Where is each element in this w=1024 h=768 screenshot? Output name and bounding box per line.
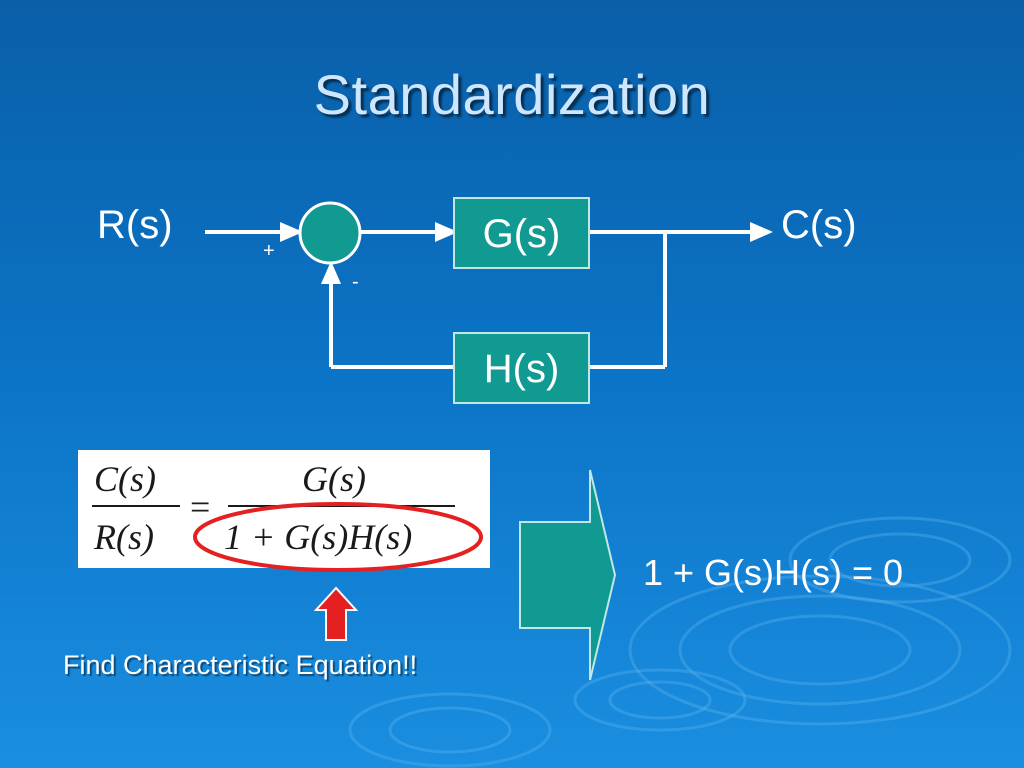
- plus-sign: +: [263, 240, 275, 262]
- right-block-arrow-icon: [519, 469, 617, 681]
- highlight-ellipse: [193, 502, 483, 572]
- characteristic-equation: 1 + G(s)H(s) = 0: [643, 552, 904, 593]
- equals-sign: =: [190, 487, 211, 527]
- up-arrow-icon: [313, 586, 359, 641]
- feedback-block-h: H(s): [453, 332, 590, 404]
- summing-junction: [298, 201, 362, 265]
- feedback-arrowhead: [320, 261, 342, 284]
- lhs-numerator: C(s): [94, 459, 156, 499]
- caption-text: Find Characteristic Equation!!: [63, 650, 418, 680]
- forward-block-g: G(s): [453, 197, 590, 269]
- input-label: R(s): [97, 203, 173, 247]
- rhs-denominator: 1 + G(s)H(s): [224, 517, 413, 557]
- minus-sign: -: [352, 271, 359, 293]
- lhs-denominator: R(s): [94, 517, 154, 557]
- output-label: C(s): [781, 203, 857, 247]
- output-arrowhead: [750, 221, 773, 243]
- slide-title: Standardization: [313, 63, 711, 126]
- input-arrowhead: [280, 221, 303, 243]
- g-arrowhead: [435, 221, 458, 243]
- rhs-numerator: G(s): [302, 459, 366, 499]
